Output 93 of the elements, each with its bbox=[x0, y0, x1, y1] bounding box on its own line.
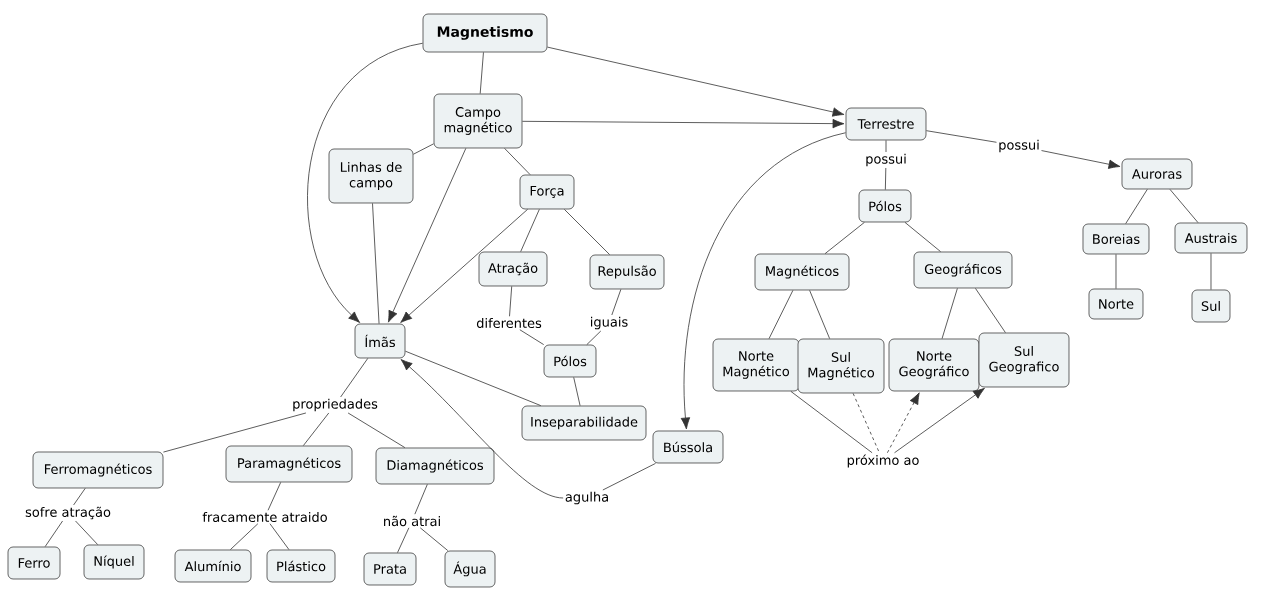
connector bbox=[1115, 254, 1117, 289]
connector bbox=[1169, 189, 1199, 223]
concept-box: Magnetismo bbox=[422, 13, 548, 53]
connector bbox=[419, 527, 449, 551]
connector bbox=[941, 288, 958, 339]
linking-phrase: possui bbox=[996, 138, 1042, 154]
concept-box: Sul Magnético bbox=[797, 338, 885, 394]
connector bbox=[547, 46, 845, 117]
concept-box: Ferro bbox=[7, 546, 61, 580]
linking-phrase: fracamente atraido bbox=[200, 510, 330, 524]
connector bbox=[790, 391, 873, 454]
connector bbox=[230, 523, 259, 550]
concept-box: Inseparabilidade bbox=[521, 405, 647, 441]
concept-box: Norte Geográfico bbox=[888, 338, 980, 392]
linking-phrase: diferentes bbox=[474, 316, 544, 330]
concept-box: Bússola bbox=[652, 430, 724, 464]
concept-box: Alumínio bbox=[174, 549, 252, 583]
connector bbox=[904, 222, 941, 252]
linking-phrase: sofre atração bbox=[23, 505, 113, 521]
connector bbox=[768, 290, 794, 339]
connector bbox=[809, 290, 831, 339]
connector bbox=[1210, 253, 1212, 290]
concept-box: Magnéticos bbox=[754, 253, 850, 291]
connector bbox=[887, 392, 920, 454]
connector bbox=[413, 143, 434, 155]
connector bbox=[611, 289, 622, 316]
connector bbox=[519, 329, 545, 345]
linking-phrase: propriedades bbox=[290, 397, 380, 413]
connector bbox=[504, 148, 531, 175]
concept-box: Ferromagnéticos bbox=[32, 451, 164, 489]
concept-box: Norte bbox=[1088, 288, 1144, 320]
concept-box: Plástico bbox=[266, 549, 336, 583]
concept-box: Diamagnéticos bbox=[375, 447, 495, 485]
concept-box: Força bbox=[519, 174, 575, 210]
connector bbox=[520, 209, 540, 252]
concept-box: Terrestre bbox=[845, 107, 927, 141]
connector bbox=[522, 118, 845, 129]
connector bbox=[564, 209, 610, 255]
concept-box: Prata bbox=[363, 552, 417, 586]
linking-phrase: agulha bbox=[563, 490, 611, 506]
connector bbox=[479, 52, 484, 94]
connector bbox=[372, 203, 380, 324]
connector bbox=[573, 377, 581, 406]
concept-box: Paramagnéticos bbox=[225, 445, 353, 483]
connector bbox=[269, 523, 290, 550]
connector bbox=[852, 393, 880, 454]
concept-box: Níquel bbox=[83, 544, 145, 580]
connector bbox=[340, 358, 369, 398]
connector bbox=[163, 412, 307, 453]
concept-box: Pólos bbox=[858, 189, 912, 223]
connector bbox=[388, 148, 467, 323]
connector bbox=[73, 488, 86, 506]
concept-box: Água bbox=[444, 550, 496, 588]
concept-box: Austrais bbox=[1174, 222, 1248, 254]
concept-box: Linhas de campo bbox=[328, 148, 414, 204]
concept-box: Norte Magnético bbox=[712, 338, 800, 392]
connector bbox=[267, 482, 282, 511]
connector bbox=[307, 42, 423, 323]
linking-phrase: possui bbox=[863, 152, 909, 168]
connector bbox=[1125, 189, 1148, 224]
linking-phrase: iguais bbox=[588, 315, 630, 331]
concept-box: Campo magnético bbox=[433, 93, 523, 149]
connector bbox=[680, 132, 846, 430]
concept-box: Geográficos bbox=[913, 251, 1013, 289]
connector bbox=[602, 463, 656, 491]
connector bbox=[400, 359, 564, 499]
concept-box: Sul Geografico bbox=[978, 332, 1070, 388]
connector bbox=[44, 520, 63, 547]
connector bbox=[75, 520, 99, 545]
concept-box: Sul bbox=[1191, 289, 1231, 323]
concept-box: Boreias bbox=[1082, 223, 1150, 255]
connector bbox=[414, 484, 428, 515]
connector bbox=[405, 350, 542, 406]
connector bbox=[885, 140, 887, 153]
connector bbox=[1041, 150, 1121, 169]
connector bbox=[894, 387, 985, 454]
concept-box: Repulsão bbox=[589, 254, 665, 290]
linking-phrase: próximo ao bbox=[845, 452, 921, 470]
connector bbox=[509, 286, 513, 317]
connector bbox=[302, 412, 330, 446]
connector bbox=[400, 209, 528, 323]
connector bbox=[975, 288, 1006, 333]
concept-box: Atração bbox=[478, 251, 548, 287]
linking-phrase: não atrai bbox=[381, 514, 443, 528]
connector bbox=[347, 412, 406, 448]
concept-box: Pólos bbox=[543, 344, 597, 378]
connector bbox=[397, 527, 410, 553]
connector bbox=[926, 130, 997, 143]
connector bbox=[824, 222, 865, 254]
connector bbox=[586, 330, 602, 345]
concept-box: Ímãs bbox=[354, 323, 406, 359]
concept-box: Auroras bbox=[1121, 158, 1193, 190]
connector bbox=[884, 167, 887, 190]
